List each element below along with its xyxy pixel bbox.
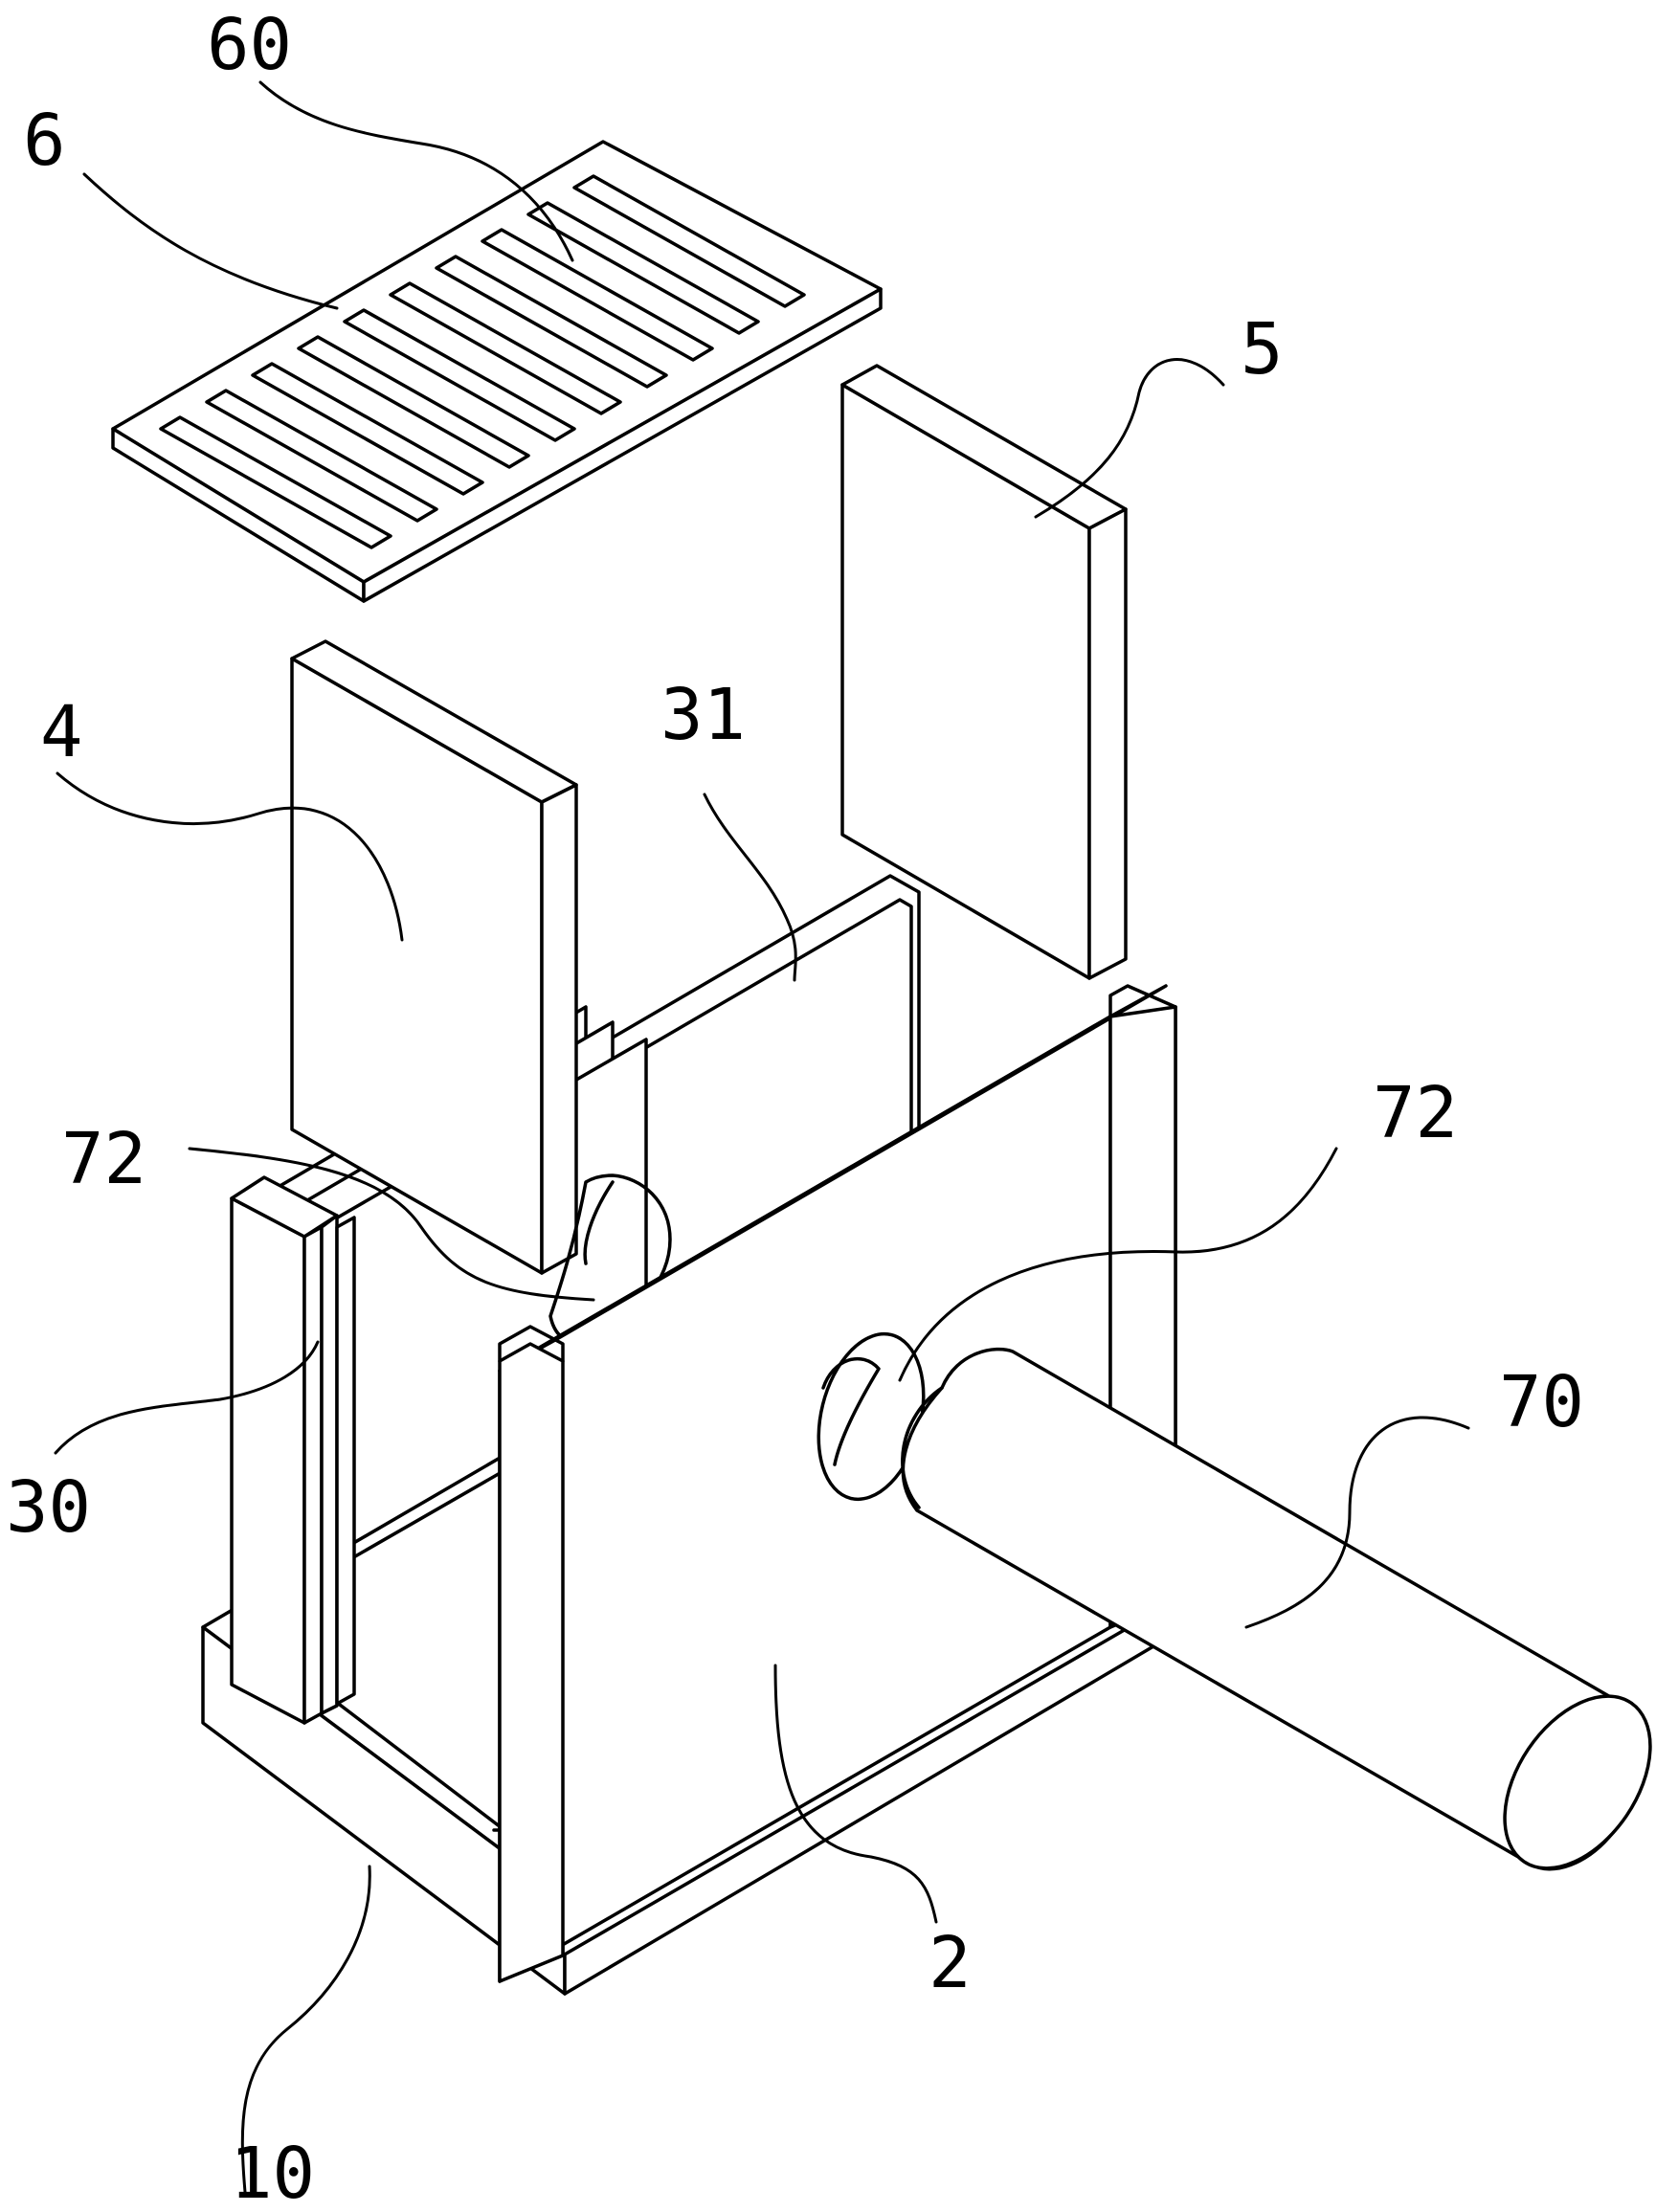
label-72-right: 72 xyxy=(1373,1072,1458,1154)
grille-slots xyxy=(159,174,806,549)
leader-6 xyxy=(82,172,339,310)
leader-31 xyxy=(703,793,797,982)
label-4: 4 xyxy=(40,691,83,773)
left-panel xyxy=(290,639,578,1275)
left-hole-inner-edge xyxy=(583,1180,615,1265)
leader-5 xyxy=(1034,358,1225,519)
label-72-left: 72 xyxy=(61,1118,146,1200)
rod xyxy=(901,1347,1652,1871)
leader-2 xyxy=(773,1664,938,1924)
label-5: 5 xyxy=(1241,308,1284,391)
label-60: 60 xyxy=(207,4,292,86)
leader-4 xyxy=(56,771,404,942)
leader-72-right xyxy=(898,1147,1338,1382)
leader-72-left xyxy=(188,1147,595,1302)
label-70: 70 xyxy=(1499,1361,1584,1443)
right-panel xyxy=(840,364,1128,980)
grille-plate xyxy=(111,140,883,603)
label-2: 2 xyxy=(929,1922,972,2004)
label-31: 31 xyxy=(660,674,746,756)
leader-30 xyxy=(54,1340,320,1455)
leader-70 xyxy=(1244,1416,1470,1629)
leader-10 xyxy=(240,1865,371,2194)
leader-60 xyxy=(258,80,574,262)
label-10: 10 xyxy=(230,2133,315,2212)
label-6: 6 xyxy=(23,100,66,182)
label-30: 30 xyxy=(6,1466,91,1549)
